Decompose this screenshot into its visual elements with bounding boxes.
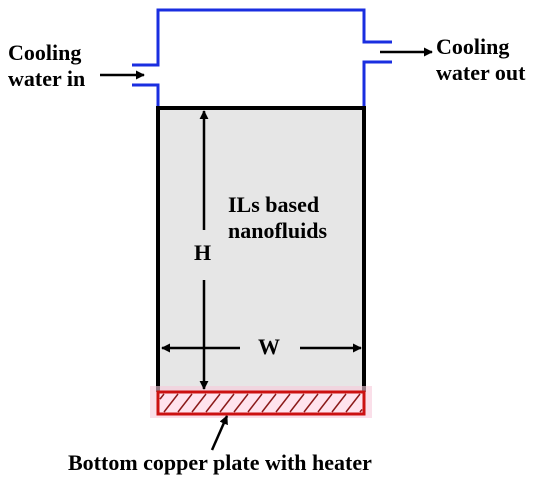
height-label: H: [194, 240, 212, 265]
hatch-line: [359, 408, 363, 413]
hatch-line: [247, 393, 263, 413]
hatch-line: [261, 393, 277, 413]
hatch-line: [317, 393, 333, 413]
fluid-label-line1: ILs based: [228, 192, 320, 217]
plate-label: Bottom copper plate with heater: [68, 450, 372, 475]
hatch-line: [289, 393, 305, 413]
hatch-line: [233, 393, 249, 413]
outlet-label-line2: water out: [436, 60, 526, 85]
hatch-line: [345, 393, 361, 413]
inlet-label-line1: Cooling: [8, 40, 82, 65]
inlet-label: Cooling water in: [8, 40, 85, 92]
fluid-label: ILs based nanofluids: [228, 192, 327, 244]
hatch-line: [275, 393, 291, 413]
heater-hatching: [159, 393, 363, 413]
hatch-line: [303, 393, 319, 413]
outlet-label: Cooling water out: [436, 34, 525, 86]
outlet-label-line1: Cooling: [436, 34, 510, 59]
hatch-line: [159, 393, 165, 400]
plate-pointer-arrow: [210, 415, 229, 451]
hatch-line: [219, 393, 235, 413]
hatch-line: [177, 393, 193, 413]
cavity-fluid-region: [158, 108, 364, 391]
hatch-line: [331, 393, 347, 413]
cooling-jacket: [132, 8, 392, 108]
inlet-label-line2: water in: [8, 66, 86, 91]
hatch-line: [205, 393, 221, 413]
hatch-line: [163, 393, 179, 413]
hatch-line: [191, 393, 207, 413]
fluid-label-line2: nanofluids: [228, 218, 328, 243]
width-label: W: [258, 334, 280, 359]
